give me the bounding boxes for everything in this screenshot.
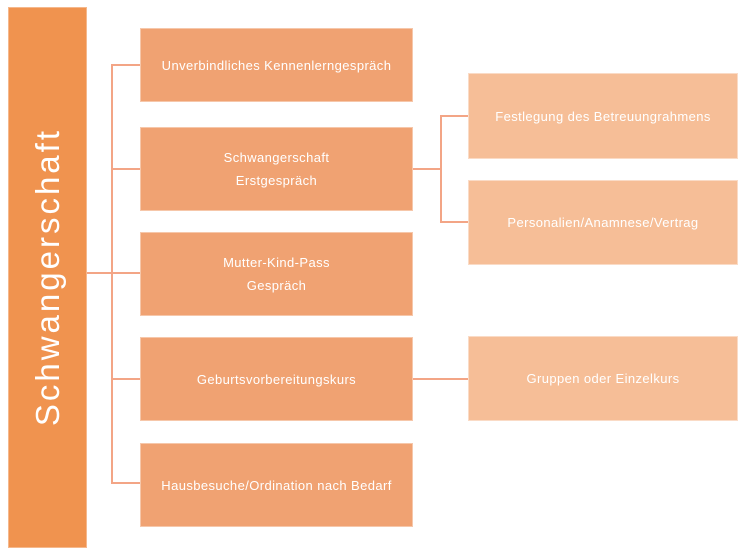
node-label: Gruppen oder Einzelkurs — [526, 371, 680, 386]
connector-branch-node3 — [111, 272, 140, 274]
root-node: Schwangerschaft — [8, 7, 87, 548]
node-schwangerschaft-erstgespraech: Schwangerschaft Erstgespräch — [140, 127, 413, 211]
connector-branch-node5 — [111, 482, 140, 484]
node-label-line2: Gespräch — [246, 278, 307, 293]
node-unverbindliches-kennenlerngespraech: Unverbindliches Kennenlerngespräch — [140, 28, 413, 102]
connector-left-trunk — [111, 64, 113, 484]
node-label-line1: Schwangerschaft — [223, 150, 330, 165]
node-personalien-anamnese-vertrag: Personalien/Anamnese/Vertrag — [468, 180, 738, 265]
node-gruppen-oder-einzelkurs: Gruppen oder Einzelkurs — [468, 336, 738, 421]
connector-node2-to-right-trunk — [413, 168, 441, 170]
node-label: Festlegung des Betreuungrahmens — [495, 108, 711, 124]
node-label: Hausbesuche/Ordination nach Bedarf — [161, 477, 392, 493]
node-label-line1: Mutter-Kind-Pass — [223, 255, 330, 270]
node-geburtsvorbereitungskurs: Geburtsvorbereitungskurs — [140, 337, 413, 421]
connector-right-trunk — [440, 115, 442, 223]
node-hausbesuche-ordination: Hausbesuche/Ordination nach Bedarf — [140, 443, 413, 527]
connector-node4-to-secondary3 — [413, 378, 468, 380]
node-label-line2: Erstgespräch — [235, 173, 318, 188]
node-festlegung-betreuungrahmens: Festlegung des Betreuungrahmens — [468, 73, 738, 159]
connector-branch-secondary2 — [440, 221, 468, 223]
connector-branch-node1 — [111, 64, 140, 66]
connector-root-to-trunk — [87, 272, 112, 274]
connector-branch-secondary1 — [440, 115, 468, 117]
root-label: Schwangerschaft — [28, 128, 66, 427]
node-label: Geburtsvorbereitungskurs — [196, 371, 357, 387]
connector-branch-node2 — [111, 168, 140, 170]
node-label: Personalien/Anamnese/Vertrag — [507, 215, 699, 230]
node-mutter-kind-pass-gespraech: Mutter-Kind-Pass Gespräch — [140, 232, 413, 316]
connector-branch-node4 — [111, 378, 140, 380]
node-label: Unverbindliches Kennenlerngespräch — [161, 57, 392, 73]
